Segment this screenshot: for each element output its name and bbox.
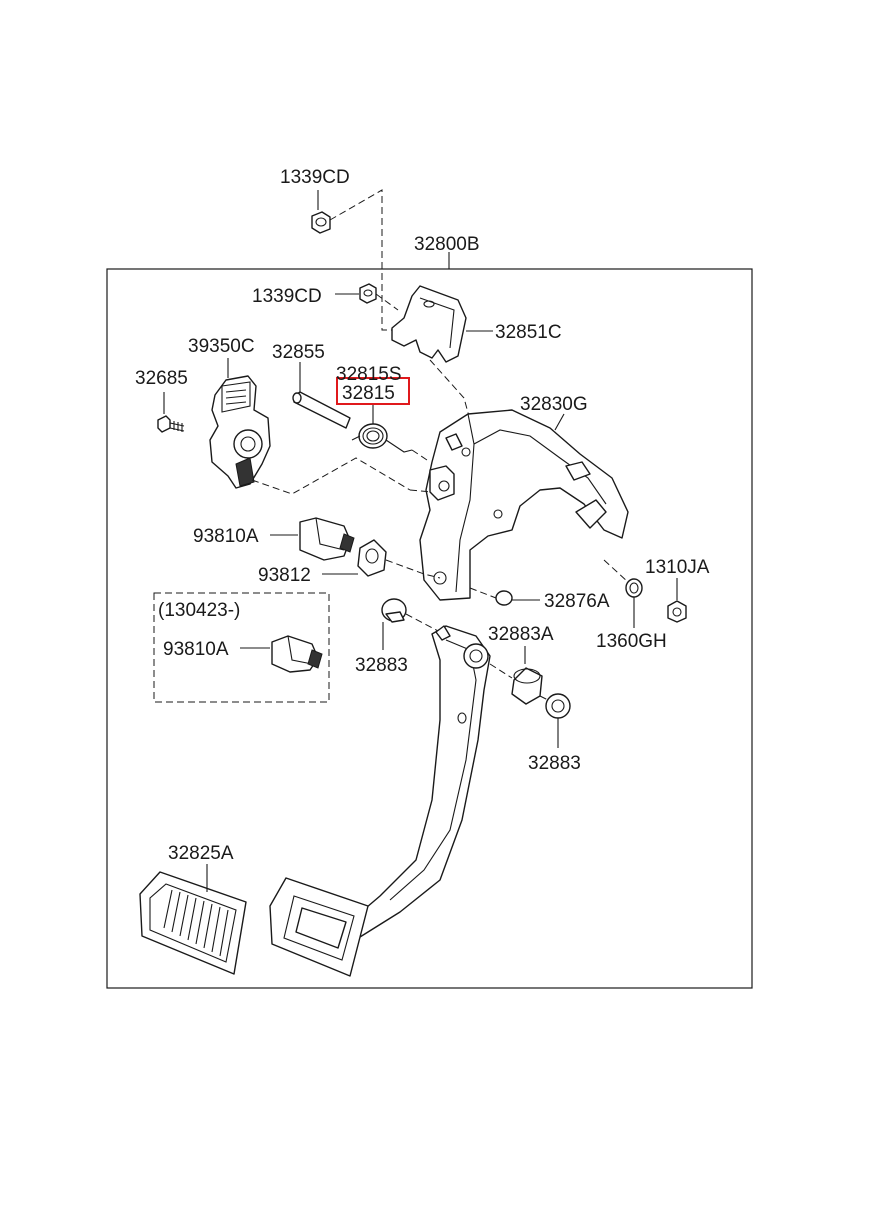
bracket-member-part[interactable]: [419, 409, 629, 601]
bush-left-part[interactable]: [381, 598, 407, 623]
label-pedal-pad: 32825A: [168, 843, 234, 864]
label-sensor: 39350C: [188, 336, 255, 357]
bolt-part[interactable]: [157, 415, 185, 433]
label-bracket-upper: 32851C: [495, 322, 562, 343]
nut-top-part[interactable]: [311, 211, 331, 234]
pedal-pad-part[interactable]: [139, 871, 247, 975]
stopper-part[interactable]: [357, 539, 387, 577]
nut-upper-part[interactable]: [359, 283, 377, 304]
label-spring: 32815: [342, 383, 395, 404]
label-bolt: 32685: [135, 368, 188, 389]
shaft-part[interactable]: [292, 391, 351, 429]
label-spring-alt: 32815S: [336, 364, 402, 385]
switch-new-part[interactable]: [271, 635, 323, 673]
label-assembly: 32800B: [414, 234, 480, 255]
label-bracket-member: 32830G: [520, 394, 588, 415]
label-bush-left: 32883: [355, 655, 408, 676]
label-date-note: (130423-): [158, 600, 240, 621]
spring-highlight-box: [336, 377, 410, 405]
label-bush-collar: 32883A: [488, 624, 554, 645]
label-stopper: 93812: [258, 565, 311, 586]
bracket-upper-part[interactable]: [391, 285, 467, 363]
label-bushing-small: 32876A: [544, 591, 610, 612]
label-nut-right: 1310JA: [645, 557, 710, 578]
washer-part[interactable]: [625, 578, 643, 598]
pedal-arm-part[interactable]: [339, 625, 491, 943]
switch-part[interactable]: [299, 517, 355, 561]
bush-collar-part[interactable]: [511, 667, 543, 705]
label-shaft: 32855: [272, 342, 325, 363]
label-switch: 93810A: [193, 526, 259, 547]
bushing-small-part[interactable]: [495, 590, 513, 606]
label-bush-right: 32883: [528, 753, 581, 774]
label-switch-new: 93810A: [163, 639, 229, 660]
assembly-frame: [106, 268, 753, 989]
label-nut-upper: 1339CD: [252, 286, 322, 307]
sensor-part[interactable]: [209, 375, 271, 489]
spring-part[interactable]: [351, 423, 413, 453]
label-washer: 1360GH: [596, 631, 667, 652]
label-nut-top: 1339CD: [280, 167, 350, 188]
nut-right-part[interactable]: [667, 600, 687, 623]
pedal-pad-mounted-part[interactable]: [269, 877, 369, 977]
bush-right-part[interactable]: [545, 693, 571, 719]
